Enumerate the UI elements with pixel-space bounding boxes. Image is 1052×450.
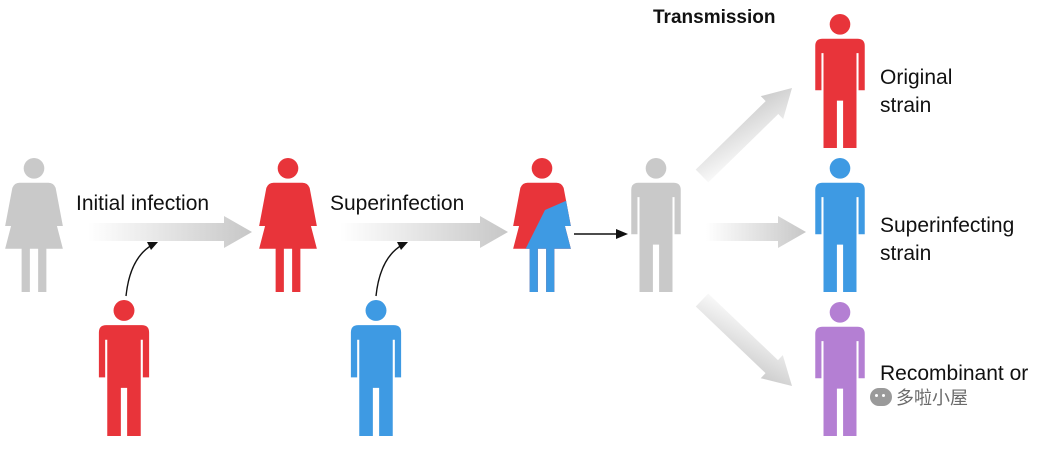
donor-curve-arrow-1-head (147, 242, 158, 250)
transmission-arrow-original (695, 87, 793, 183)
infected-woman-original (259, 158, 317, 292)
dual-infected-woman (513, 158, 571, 292)
recombinant-strain-figure (815, 302, 865, 436)
transmission-title: Transmission (653, 7, 776, 28)
original-strain-label-line2: strain (880, 94, 932, 117)
initial-infection-label: Initial infection (76, 192, 210, 215)
original-strain-label-line1: Original (880, 66, 953, 89)
transmission-recipient (631, 158, 681, 292)
recombinant-strain-label-line1: Recombinant or (880, 362, 1029, 385)
watermark-text: 多啦小屋 (896, 388, 968, 409)
initial-infection-arrow (88, 216, 252, 248)
transmission-arrow-recombinant (695, 293, 793, 387)
transmission-arrow-superinfecting (706, 216, 806, 248)
wechat-icon (870, 388, 892, 406)
original-strain-figure (815, 14, 865, 148)
watermark: 多啦小屋 (870, 384, 968, 410)
donor-original-strain (98, 300, 150, 436)
superinfection-label: Superinfection (330, 192, 465, 215)
donor-superinfecting-strain (350, 300, 402, 436)
superinfecting-strain-label-line1: Superinfecting (880, 214, 1015, 237)
superinfecting-strain-figure (815, 158, 865, 292)
superinfection-arrow (340, 216, 508, 248)
donor-curve-arrow-2 (375, 244, 403, 297)
thin-arrow-head (616, 229, 628, 239)
donor-curve-arrow-1 (125, 244, 153, 297)
superinfecting-strain-label-line2: strain (880, 242, 932, 265)
uninfected-woman (5, 158, 63, 292)
donor-curve-arrow-2-head (397, 242, 408, 250)
